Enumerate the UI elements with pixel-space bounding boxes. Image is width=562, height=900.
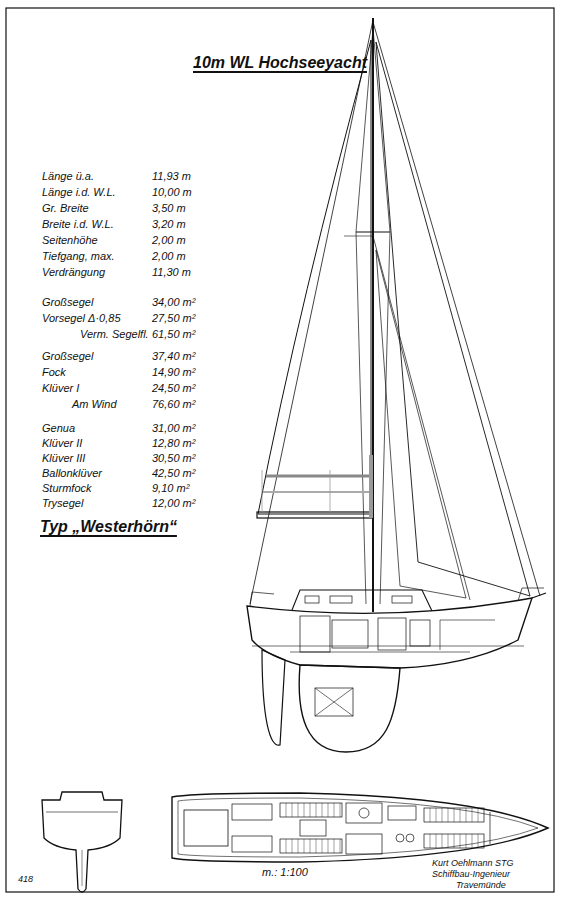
spec-name: Klüver III [42,452,85,465]
spec-value: 76,60 m² [152,398,195,411]
spec-value: 31,00 m² [152,422,195,435]
spec-name: Seitenhöhe [42,234,98,247]
spec-name: Länge ü.a. [42,170,94,183]
designer-title: Schiffbau-Ingenieur [432,869,510,880]
spec-value: 37,40 m² [152,350,195,363]
spec-name: Am Wind [72,398,117,411]
spec-value: 10,00 m [152,186,192,199]
spec-value: 2,00 m [152,234,186,247]
spec-value: 42,50 m² [152,467,195,480]
spec-value: 61,50 m² [152,328,195,341]
spec-name: Tiefgang, max. [42,250,115,263]
spec-name: Breite i.d. W.L. [42,218,114,231]
hull-plan [172,793,548,862]
spec-name: Fock [42,366,66,379]
spec-value: 9,10 m² [152,482,189,495]
spec-value: 11,93 m [152,170,191,183]
scale-note: m.: 1:100 [262,866,308,879]
spec-name: Gr. Breite [42,202,89,215]
spec-value: 27,50 m² [152,312,195,325]
spec-value: 12,00 m² [152,497,195,510]
type-name: Typ „Westerhörn“ [40,520,177,533]
spec-name: Klüver II [42,437,82,450]
hull-profile [247,588,546,752]
spec-name: Klüver I [42,382,79,395]
sheet-frame [6,8,554,892]
spec-name: Genua [42,422,75,435]
sheet-number: 418 [18,874,33,885]
spec-name: Ballonklüver [42,467,102,480]
spec-name: Großsegel [42,296,93,309]
spec-name: Verdrängung [42,266,105,279]
spec-value: 14,90 m² [152,366,195,379]
drawing-title: 10m WL Hochseeyacht [193,56,367,69]
spec-value: 3,20 m [152,218,186,231]
designer-name: Kurt Oehlmann STG [432,858,514,869]
spec-name: Trysegel [42,497,83,510]
designer-place: Travemünde [456,880,506,891]
spec-value: 30,50 m² [152,452,195,465]
spec-name: Verm. Segelfl. [80,328,149,341]
spec-name: Länge i.d. W.L. [42,186,116,199]
spec-value: 12,80 m² [152,437,195,450]
sails [257,40,530,598]
spec-value: 2,00 m [152,250,186,263]
spec-value: 34,00 m² [152,296,195,309]
spec-name: Vorsegel Δ·0,85 [42,312,121,325]
spec-value: 3,50 m [152,202,186,215]
hull-section [42,792,122,892]
spec-value: 11,30 m [152,266,191,279]
spec-name: Sturmfock [42,482,92,495]
rig [250,18,540,612]
spec-name: Großsegel [42,350,93,363]
spec-value: 24,50 m² [152,382,195,395]
